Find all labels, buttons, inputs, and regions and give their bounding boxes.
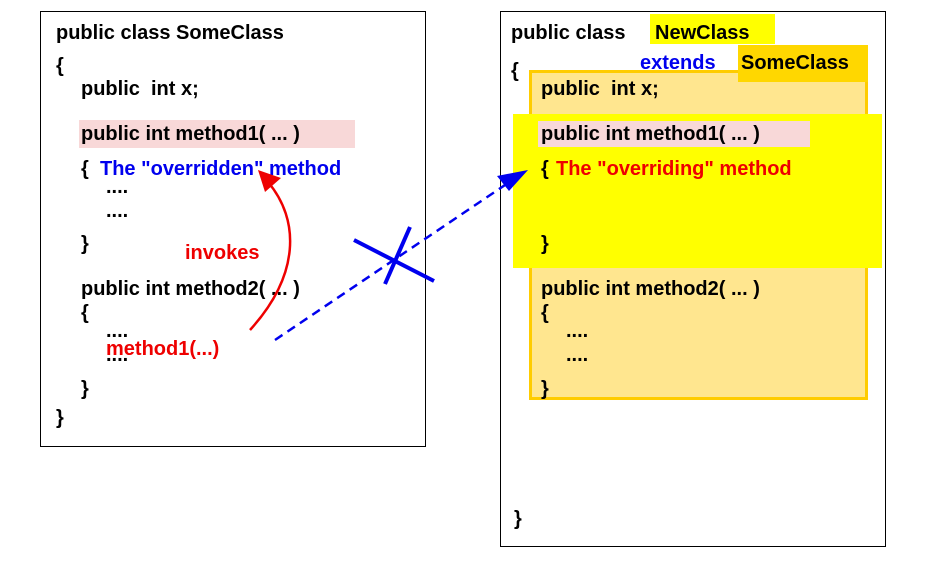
newclass-name-highlight bbox=[650, 14, 775, 44]
newclass-method1-close: } bbox=[541, 233, 549, 255]
someclass-method2-dots-1: .... bbox=[106, 320, 129, 342]
invokes-arrow bbox=[249, 181, 292, 331]
someclass-box bbox=[40, 11, 426, 447]
method1-call: method1(...) bbox=[106, 338, 220, 360]
someclass-method2-open: { bbox=[81, 302, 89, 324]
newclass-open-brace: { bbox=[511, 60, 519, 82]
newclass-method2-close: } bbox=[541, 378, 549, 400]
someclass-method1-dots-2: .... bbox=[106, 200, 129, 222]
override-dispatch-arrowhead bbox=[497, 170, 528, 191]
overriding-method-comment: The "overriding" method bbox=[556, 158, 792, 180]
newclass-method1-signature: public int method1( ... ) bbox=[541, 123, 760, 145]
invokes-arrowhead bbox=[258, 170, 281, 192]
override-dispatch-arrow bbox=[274, 181, 509, 342]
someclass-method2-dots-2: .... bbox=[106, 344, 129, 366]
newclass-name: NewClass bbox=[655, 22, 750, 44]
newclass-declaration-prefix: public class bbox=[511, 22, 626, 44]
newclass-method2-open: { bbox=[541, 302, 549, 324]
someclass-close-brace: } bbox=[56, 407, 64, 429]
someclass-method1-open: { bbox=[81, 158, 89, 180]
someclass-method2-close: } bbox=[81, 378, 89, 400]
newclass-method1-open: { bbox=[541, 158, 549, 180]
parent-name-highlight bbox=[738, 45, 868, 82]
someclass-method1-signature: public int method1( ... ) bbox=[81, 123, 300, 145]
overridden-method-comment: The "overridden" method bbox=[100, 158, 342, 180]
method1-highlight-right bbox=[538, 121, 810, 147]
someclass-field-x: public int x; bbox=[81, 78, 199, 100]
someclass-open-brace: { bbox=[56, 55, 64, 77]
cross-mark-stroke-2 bbox=[383, 226, 412, 285]
newclass-method2-signature: public int method2( ... ) bbox=[541, 278, 760, 300]
someclass-method1-dots-1: .... bbox=[106, 176, 129, 198]
method1-highlight-left bbox=[79, 120, 355, 148]
someclass-method1-close: } bbox=[81, 233, 89, 255]
someclass-declaration: public class SomeClass bbox=[56, 22, 284, 44]
extends-keyword: extends bbox=[640, 52, 716, 74]
newclass-method2-dots-1: .... bbox=[566, 320, 589, 342]
invokes-label: invokes bbox=[185, 242, 260, 264]
parent-class-name: SomeClass bbox=[741, 52, 849, 74]
newclass-close-brace: } bbox=[514, 508, 522, 530]
newclass-field-x: public int x; bbox=[541, 78, 659, 100]
newclass-method2-dots-2: .... bbox=[566, 344, 589, 366]
